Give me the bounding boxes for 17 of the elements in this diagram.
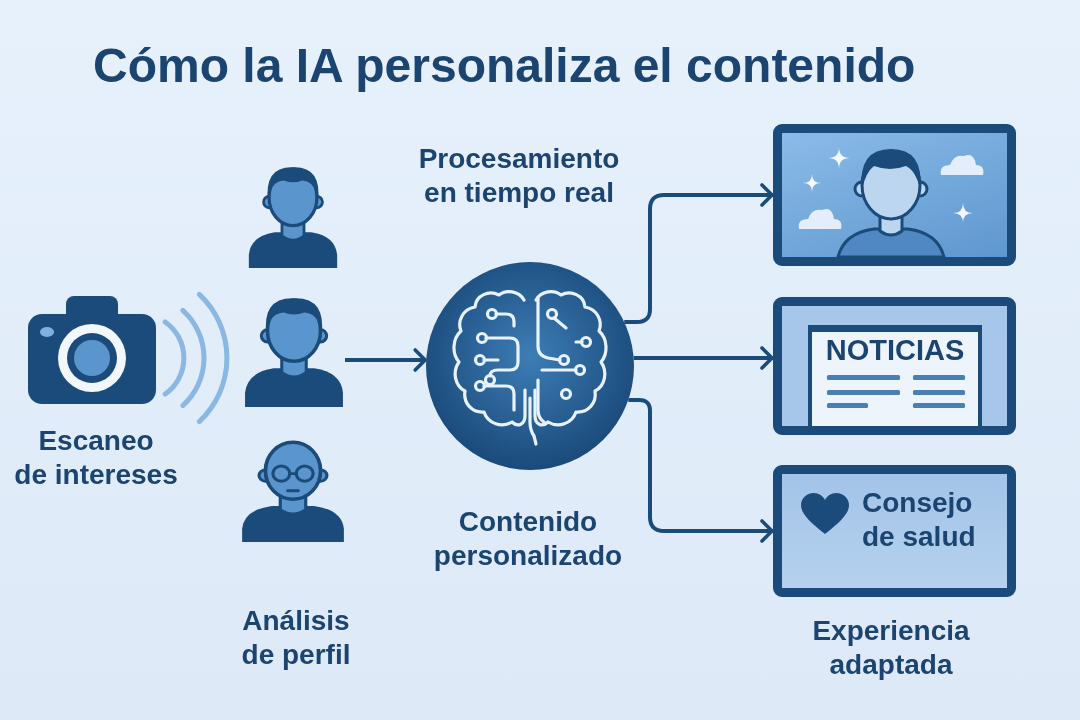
screen-frame	[773, 297, 1016, 435]
node-caption: Contenido personalizado	[432, 505, 624, 573]
screen-frame	[773, 124, 1016, 266]
node-caption: Escaneo de intereses	[14, 424, 178, 492]
node-caption: Procesamiento en tiempo real	[417, 142, 621, 210]
arrow	[345, 348, 427, 372]
camera-icon	[28, 296, 156, 404]
caption: Análisis de perfil	[240, 604, 352, 672]
brain-icon	[426, 262, 634, 470]
arrow	[624, 183, 774, 324]
arrow	[628, 398, 774, 543]
arrow	[633, 346, 774, 370]
panel-text: Consejo de salud	[862, 486, 977, 554]
news-heading: NOTICIAS	[825, 333, 965, 367]
caption: Experiencia adaptada	[811, 614, 971, 682]
screen-frame	[773, 465, 1016, 597]
diagram-title: Cómo la IA personaliza el contenido	[93, 38, 916, 94]
